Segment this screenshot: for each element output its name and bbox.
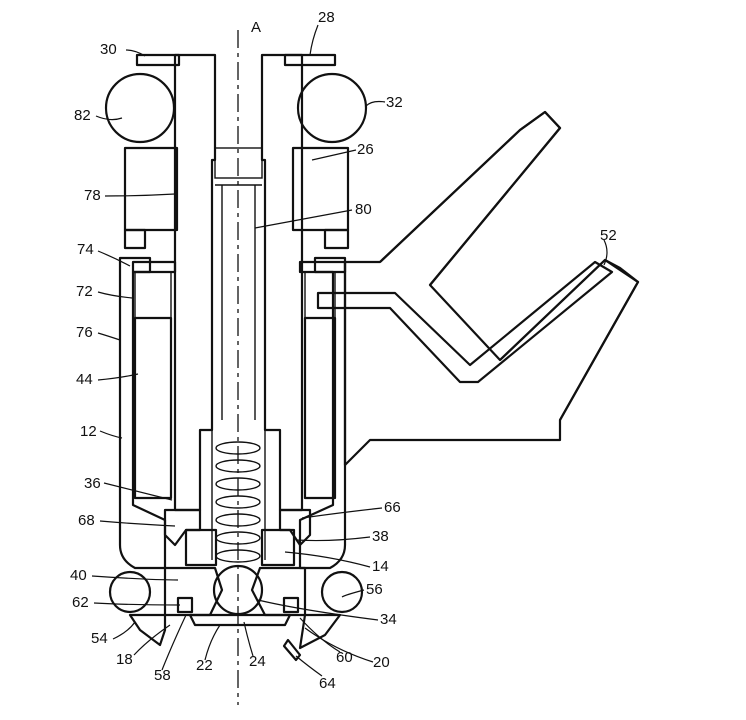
label-60: 60 [336,649,353,666]
label-76: 76 [76,324,93,341]
coil-left [133,316,173,500]
label-26: 26 [357,141,374,158]
connector-arm-upper [379,110,562,286]
label-38: 38 [372,528,389,545]
label-78: 78 [84,187,101,204]
label-24: 24 [249,653,266,670]
label-18: 18 [116,651,133,668]
inlet-filter [214,147,263,179]
label-14: 14 [372,558,389,575]
label-68: 68 [78,512,95,529]
label-44: 44 [76,371,93,388]
upper-body-left-step [123,228,147,250]
housing-left-wall [118,256,167,570]
coil-right [303,316,337,500]
pole-cap-right [298,260,347,274]
orifice-disc [188,613,292,627]
clip-right [283,53,337,67]
label-58: 58 [154,667,171,684]
connector-bracket [343,110,640,467]
lower-guide-left [163,508,202,547]
upper-body-right-step [323,228,350,250]
connector-arm-lower [499,258,640,421]
label-80: 80 [355,201,372,218]
label-56: 56 [366,581,383,598]
armature-right [260,528,296,567]
label-28: 28 [318,9,335,26]
label-32: 32 [386,94,403,111]
inlet-tube-left [173,53,217,512]
label-52: 52 [600,227,617,244]
label-40: 40 [70,567,87,584]
terminal-pin [316,260,614,384]
pole-cap-left [131,260,177,274]
label-22: 22 [196,657,213,674]
outlet-tip [282,638,302,662]
label-12: 12 [80,423,97,440]
label-36: 36 [84,475,101,492]
o-ring-lower-right [320,570,364,614]
seal-left [176,596,194,614]
bobbin-right [304,271,336,319]
label-34: 34 [380,611,397,628]
label-30: 30 [100,41,117,58]
bobbin-left [134,271,172,319]
label-62: 62 [72,594,89,611]
nozzle-body [128,613,342,650]
axis-label: A [251,19,261,36]
label-20: 20 [373,654,390,671]
upper-body-left [123,146,179,232]
o-ring-lower-left [108,570,152,614]
label-66: 66 [384,499,401,516]
label-74: 74 [77,241,94,258]
lower-guide-right [278,508,312,547]
label-54: 54 [91,630,108,647]
label-64: 64 [319,675,336,692]
o-ring-upper-left [104,72,176,144]
o-ring-upper-right [296,72,368,144]
upper-body-right [291,146,350,232]
clip-left [135,53,181,67]
leader-lines [91,24,608,677]
label-72: 72 [76,283,93,300]
housing-right-wall [298,256,347,570]
label-82: 82 [74,107,91,124]
valve-body-left [163,566,224,617]
inlet-tube-right [260,53,304,512]
seal-right [282,596,300,614]
